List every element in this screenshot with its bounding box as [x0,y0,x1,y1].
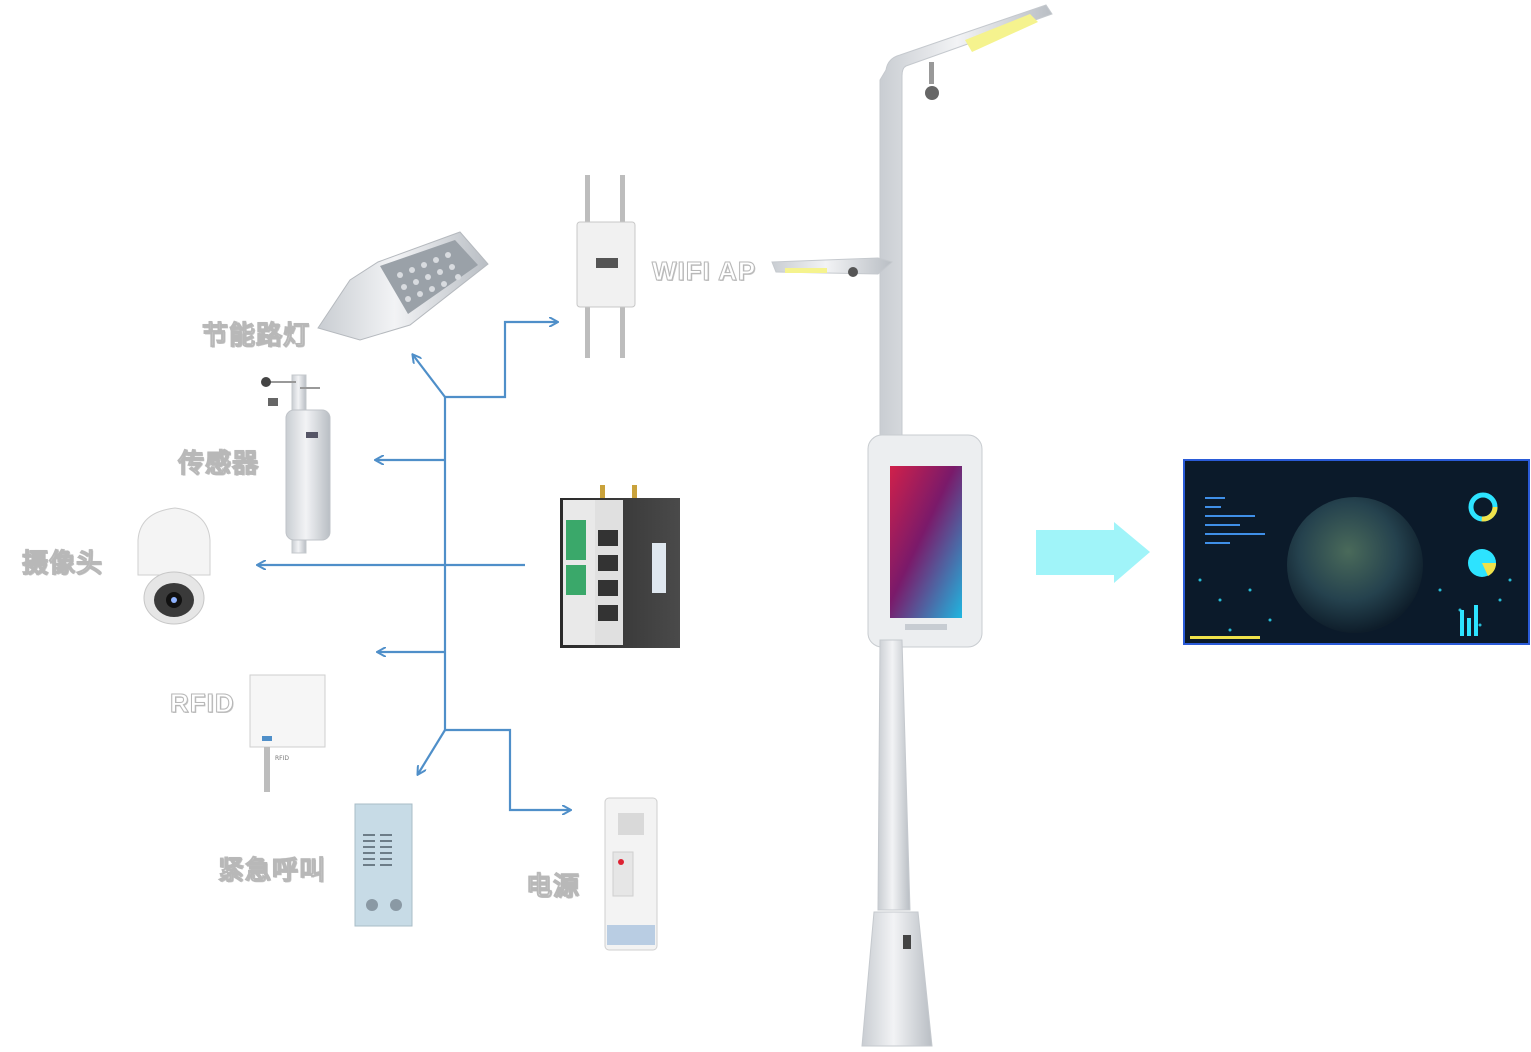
svg-text:RFID: RFID [275,755,289,762]
label-sensor: 传感器 [177,449,260,480]
connector-to-street-light [413,355,446,398]
power-box-icon [604,797,658,951]
label-rfid: RFID [170,688,235,719]
connector-lines [258,322,570,810]
gateway-icon [560,485,680,648]
label-street-light: 节能路灯 [201,321,311,352]
connector-to-wifi-ap [445,322,557,399]
street-light-icon [317,231,489,341]
sensor-icon [261,374,331,554]
wifi-ap-icon [576,175,636,358]
label-power: 电源 [525,872,581,903]
smart-pole-icon [771,4,1053,1047]
label-camera: 摄像头 [21,549,104,580]
label-wifi-ap: WIFI AP [651,256,757,287]
rfid-icon: RFID [249,674,326,792]
dashboard-icon [1183,459,1530,645]
emergency-call-icon [354,803,413,927]
flow-arrow [1036,522,1150,583]
camera-icon [137,507,211,625]
label-emergency-call: 紧急呼叫 [217,856,327,887]
connector-to-power [445,728,570,810]
connector-to-emergency-call [418,729,446,774]
